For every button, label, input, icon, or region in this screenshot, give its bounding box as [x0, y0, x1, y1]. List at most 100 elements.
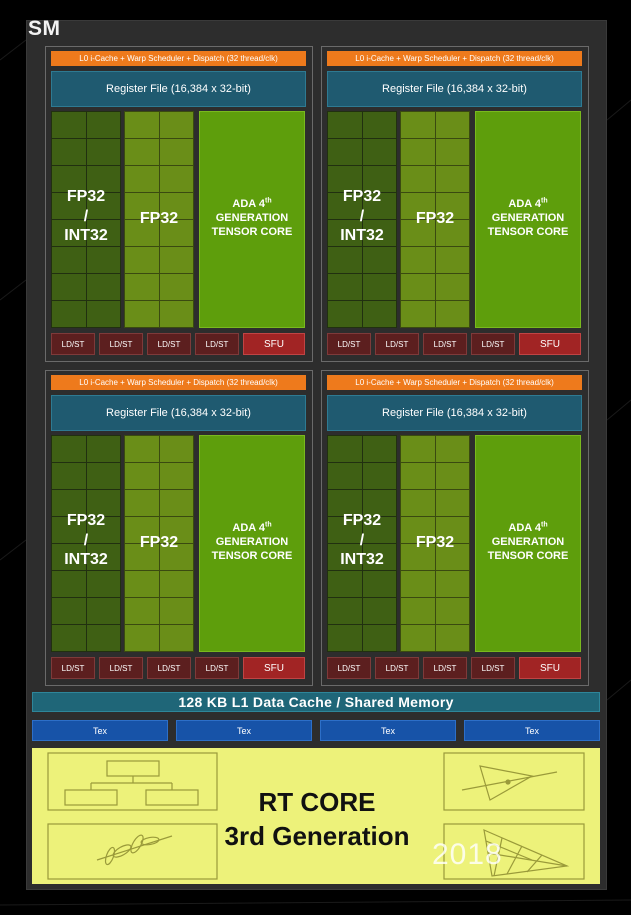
cuda-core-cell	[435, 220, 469, 246]
cuda-core-cell	[159, 166, 193, 192]
ldst-unit: LD/ST	[471, 333, 515, 355]
register-file: Register File (16,384 x 32-bit)	[327, 71, 582, 107]
cuda-core-cell	[125, 571, 159, 597]
leaf-panel	[47, 823, 218, 880]
cuda-core-cell	[362, 301, 396, 327]
micro-mesh-icon	[483, 829, 570, 877]
cuda-core-cell	[401, 571, 435, 597]
cuda-core-cell	[159, 625, 193, 651]
tensor-core: ADA 4th GENERATION TENSOR CORE	[475, 111, 581, 328]
cuda-core-cell	[86, 436, 120, 462]
cuda-core-cell	[435, 166, 469, 192]
cuda-core-cell	[435, 571, 469, 597]
rt-core-generation: 3rd Generation	[224, 820, 410, 851]
ldst-unit: LD/ST	[327, 333, 371, 355]
cuda-core-cell	[401, 544, 435, 570]
ldst-unit: LD/ST	[195, 657, 239, 679]
cuda-core-cell	[362, 517, 396, 543]
sm-title: SM	[28, 17, 61, 40]
cuda-core-cell	[159, 490, 193, 516]
cuda-core-cell	[362, 598, 396, 624]
cuda-core-cell	[52, 112, 86, 138]
cuda-core-cell	[435, 625, 469, 651]
cuda-core-cell	[362, 193, 396, 219]
fp32-label: FP32	[415, 210, 455, 227]
cuda-core-cell	[125, 598, 159, 624]
cuda-core-cell	[362, 544, 396, 570]
cuda-core-cell	[328, 571, 362, 597]
leaf-icon	[96, 834, 173, 866]
cuda-core-cell	[401, 517, 435, 543]
cuda-core-cell	[328, 139, 362, 165]
cuda-core-cell	[52, 274, 86, 300]
ldst-unit: LD/ST	[99, 333, 143, 355]
cuda-core-cell	[362, 112, 396, 138]
processing-block-2: L0 i-Cache + Warp Scheduler + Dispatch (…	[321, 46, 589, 362]
cuda-core-cell	[86, 490, 120, 516]
cuda-core-cell	[125, 301, 159, 327]
cuda-core-cell	[86, 220, 120, 246]
cuda-core-cell	[328, 625, 362, 651]
cuda-core-cell	[401, 274, 435, 300]
cuda-core-cell	[435, 490, 469, 516]
cuda-core-cell	[435, 436, 469, 462]
cuda-core-cell	[52, 517, 86, 543]
cuda-core-cell	[328, 112, 362, 138]
cuda-core-cell	[125, 112, 159, 138]
cuda-core-cell	[401, 598, 435, 624]
cuda-core-cell	[328, 490, 362, 516]
tensor-core-label: ADA 4th GENERATION TENSOR CORE	[487, 197, 569, 238]
tex-unit: Tex	[320, 720, 456, 741]
cuda-core-cell	[52, 220, 86, 246]
fp32-unit-array	[124, 111, 194, 328]
ldst-unit: LD/ST	[423, 333, 467, 355]
cuda-core-cell	[125, 139, 159, 165]
cuda-core-cell	[362, 436, 396, 462]
cuda-core-cell	[125, 544, 159, 570]
fp32-label: FP32	[139, 210, 179, 227]
cuda-core-cell	[328, 193, 362, 219]
tex-unit: Tex	[32, 720, 168, 741]
cuda-core-cell	[125, 517, 159, 543]
warp-scheduler: L0 i-Cache + Warp Scheduler + Dispatch (…	[327, 51, 582, 66]
cuda-core-cell	[435, 112, 469, 138]
cuda-core-cell	[362, 166, 396, 192]
cuda-core-cell	[159, 571, 193, 597]
ldst-unit: LD/ST	[147, 333, 191, 355]
cuda-core-cell	[86, 544, 120, 570]
cuda-core-cell	[328, 220, 362, 246]
tex-unit: Tex	[176, 720, 312, 741]
tensor-core: ADA 4th GENERATION TENSOR CORE	[199, 435, 305, 652]
ldst-unit: LD/ST	[195, 333, 239, 355]
cuda-core-cell	[328, 436, 362, 462]
cuda-core-cell	[435, 463, 469, 489]
cuda-core-cell	[86, 139, 120, 165]
cuda-core-cell	[401, 463, 435, 489]
warp-scheduler: L0 i-Cache + Warp Scheduler + Dispatch (…	[51, 51, 306, 66]
cuda-core-cell	[401, 220, 435, 246]
cuda-core-cell	[52, 463, 86, 489]
cuda-core-cell	[159, 274, 193, 300]
fp32-label: FP32	[415, 534, 455, 551]
ldst-unit: LD/ST	[423, 657, 467, 679]
cuda-core-cell	[86, 571, 120, 597]
cuda-core-cell	[362, 571, 396, 597]
cuda-core-cell	[52, 544, 86, 570]
cuda-core-cell	[86, 517, 120, 543]
ldst-unit: LD/ST	[375, 657, 419, 679]
cuda-core-cell	[362, 625, 396, 651]
cuda-core-cell	[435, 517, 469, 543]
cuda-core-cell	[362, 220, 396, 246]
cuda-core-cell	[362, 490, 396, 516]
cuda-core-cell	[435, 598, 469, 624]
micro-mesh-panel	[443, 823, 585, 880]
register-file: Register File (16,384 x 32-bit)	[51, 395, 306, 431]
cuda-core-cell	[52, 301, 86, 327]
sfu-unit: SFU	[519, 657, 581, 679]
cuda-core-cell	[86, 247, 120, 273]
cuda-core-cell	[86, 598, 120, 624]
cuda-core-cell	[159, 544, 193, 570]
rt-core-label: RT CORE 3rd Generation	[202, 786, 432, 854]
cuda-core-cell	[159, 112, 193, 138]
